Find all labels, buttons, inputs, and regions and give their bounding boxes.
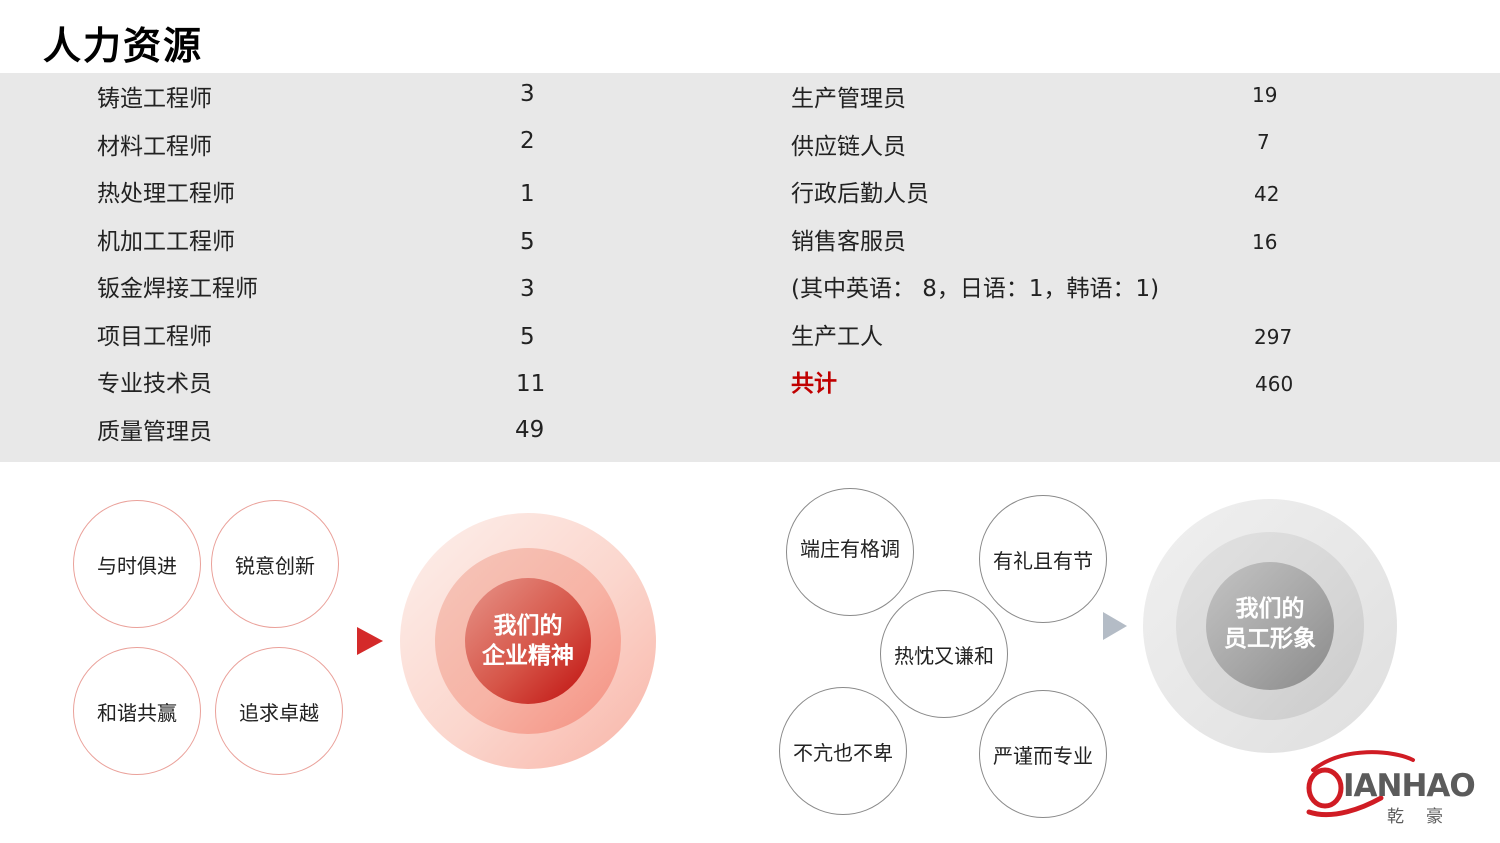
core-line2: 企业精神 bbox=[482, 643, 574, 669]
language-breakdown-note: (其中英语： 8，日语：1，韩语：1) bbox=[791, 276, 1160, 302]
stat-value: 5 bbox=[520, 229, 535, 255]
arrow-right-icon bbox=[1103, 612, 1127, 640]
trait-circle: 热忱又谦和 bbox=[880, 590, 1008, 718]
value-label: 追求卓越 bbox=[239, 700, 319, 725]
stat-label: 质量管理员 bbox=[97, 419, 212, 445]
trait-circle: 端庄有格调 bbox=[786, 488, 914, 616]
stat-label: 项目工程师 bbox=[97, 324, 212, 350]
trait-label: 严谨而专业 bbox=[993, 743, 1093, 768]
value-circle: 锐意创新 bbox=[211, 500, 339, 628]
stat-value: 5 bbox=[520, 324, 535, 350]
trait-circle: 不亢也不卑 bbox=[779, 687, 907, 815]
trait-label: 热忱又谦和 bbox=[894, 643, 994, 668]
stat-label: 机加工工程师 bbox=[97, 229, 235, 255]
stat-value: 3 bbox=[520, 81, 535, 107]
spirit-core bbox=[465, 578, 591, 704]
stat-value: 16 bbox=[1252, 230, 1278, 254]
stat-value: 297 bbox=[1254, 325, 1293, 349]
stat-label: 行政后勤人员 bbox=[791, 181, 929, 207]
value-circle: 和谐共赢 bbox=[73, 647, 201, 775]
stat-label: 专业技术员 bbox=[97, 371, 212, 397]
stat-value: 3 bbox=[520, 276, 535, 302]
value-label: 和谐共赢 bbox=[97, 700, 177, 725]
stat-label: 生产管理员 bbox=[791, 86, 906, 112]
company-logo: IANHAO 乾豪 bbox=[1303, 750, 1483, 830]
value-label: 与时俱进 bbox=[97, 553, 177, 578]
stat-value: 2 bbox=[520, 128, 535, 154]
spirit-core-title: 我们的 企业精神 bbox=[428, 611, 628, 671]
total-value: 460 bbox=[1255, 372, 1294, 396]
logo-swoosh-icon bbox=[1306, 750, 1415, 818]
stat-label: 钣金焊接工程师 bbox=[97, 276, 258, 302]
image-core bbox=[1206, 562, 1334, 690]
stat-label: 热处理工程师 bbox=[97, 181, 235, 207]
stat-value: 7 bbox=[1257, 130, 1270, 154]
stat-label: 生产工人 bbox=[791, 324, 883, 350]
stat-label: 材料工程师 bbox=[97, 134, 212, 160]
value-circle: 追求卓越 bbox=[215, 647, 343, 775]
value-circle: 与时俱进 bbox=[73, 500, 201, 628]
stat-value: 11 bbox=[516, 371, 546, 397]
page-title: 人力资源 bbox=[43, 24, 204, 68]
stat-label: 供应链人员 bbox=[791, 134, 906, 160]
stat-value: 49 bbox=[515, 417, 545, 443]
stat-label: 铸造工程师 bbox=[97, 86, 212, 112]
logo-wordmark: IANHAO bbox=[1343, 768, 1476, 804]
stat-value: 1 bbox=[520, 181, 535, 207]
stat-value: 19 bbox=[1252, 83, 1278, 107]
core-line2: 员工形象 bbox=[1224, 626, 1316, 652]
core-line1: 我们的 bbox=[1235, 596, 1305, 622]
staff-stats-panel bbox=[0, 73, 1500, 462]
image-core-title: 我们的 员工形象 bbox=[1170, 594, 1370, 654]
stat-value: 42 bbox=[1254, 182, 1280, 206]
trait-label: 端庄有格调 bbox=[800, 536, 900, 561]
trait-circle: 有礼且有节 bbox=[979, 495, 1107, 623]
trait-label: 不亢也不卑 bbox=[793, 740, 893, 765]
stat-label: 销售客服员 bbox=[791, 229, 906, 255]
trait-circle: 严谨而专业 bbox=[979, 690, 1107, 818]
core-line1: 我们的 bbox=[493, 613, 563, 639]
logo-chinese: 乾豪 bbox=[1387, 807, 1465, 827]
arrow-right-icon bbox=[357, 627, 383, 655]
total-label: 共计 bbox=[791, 371, 837, 397]
value-label: 锐意创新 bbox=[235, 553, 315, 578]
trait-label: 有礼且有节 bbox=[993, 548, 1093, 573]
